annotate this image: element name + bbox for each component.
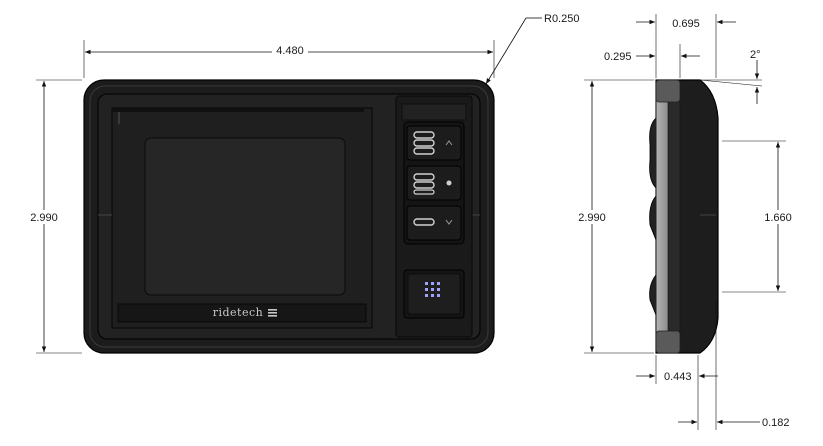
button-cluster — [403, 121, 465, 245]
button-up[interactable] — [406, 125, 462, 161]
double-bar-icon — [413, 173, 435, 195]
dim-radius-label: R0.250 — [544, 13, 579, 25]
button-down[interactable] — [406, 205, 462, 241]
triple-bar-icon — [413, 131, 435, 155]
side-button-profile — [649, 274, 657, 316]
button-panel-top — [401, 103, 467, 121]
side-bottom-cap — [655, 330, 681, 354]
dim-width-label: 4.480 — [276, 45, 304, 57]
dim-height: 2.990 — [26, 79, 82, 354]
dim-lip: 0.182 — [678, 300, 790, 430]
dim-angle-label: 2° — [750, 49, 761, 61]
dim-bottom-depth-label: 0.443 — [664, 371, 692, 383]
side-top-cap — [655, 79, 681, 103]
front-view: ridetech — [26, 13, 579, 354]
dim-radius: R0.250 — [485, 13, 579, 85]
dim-angle: 2° — [699, 49, 763, 104]
housing-bottom-strip — [117, 303, 367, 323]
single-bar-icon — [413, 218, 435, 226]
brand-mark-icon — [268, 309, 277, 317]
caret-up-icon — [445, 140, 453, 146]
front-body-edge — [89, 85, 489, 348]
dim-lip-label: 0.182 — [762, 417, 790, 429]
keypad-grid-icon — [425, 282, 440, 297]
dim-mount-height-label: 1.660 — [764, 212, 792, 224]
dim-side-height-label: 2.990 — [578, 212, 606, 224]
keypad-button[interactable] — [403, 269, 465, 319]
dim-top-depth-label: 0.695 — [672, 18, 700, 30]
dot-icon — [446, 180, 452, 186]
dim-width: 4.480 — [83, 40, 495, 78]
dim-side-height: 2.990 — [574, 79, 654, 354]
dim-height-label: 2.990 — [30, 212, 58, 224]
side-view: 0.695 0.295 2° 2.990 — [574, 14, 796, 430]
side-bezel-inner — [667, 91, 681, 342]
side-button-profile — [649, 117, 657, 189]
dim-mount-height: 1.660 — [722, 140, 796, 293]
display-screen — [144, 137, 346, 296]
dim-bottom-depth: 0.443 — [636, 355, 718, 384]
button-select[interactable] — [406, 165, 462, 201]
caret-down-icon — [445, 219, 453, 225]
dim-top-depth: 0.695 — [636, 14, 736, 78]
side-button-profile — [649, 195, 657, 241]
brand-logo: ridetech — [213, 306, 264, 319]
dim-top-offset: 0.295 — [604, 44, 700, 78]
dim-top-offset-label: 0.295 — [604, 51, 632, 63]
screen-housing-top-edge — [112, 108, 364, 112]
